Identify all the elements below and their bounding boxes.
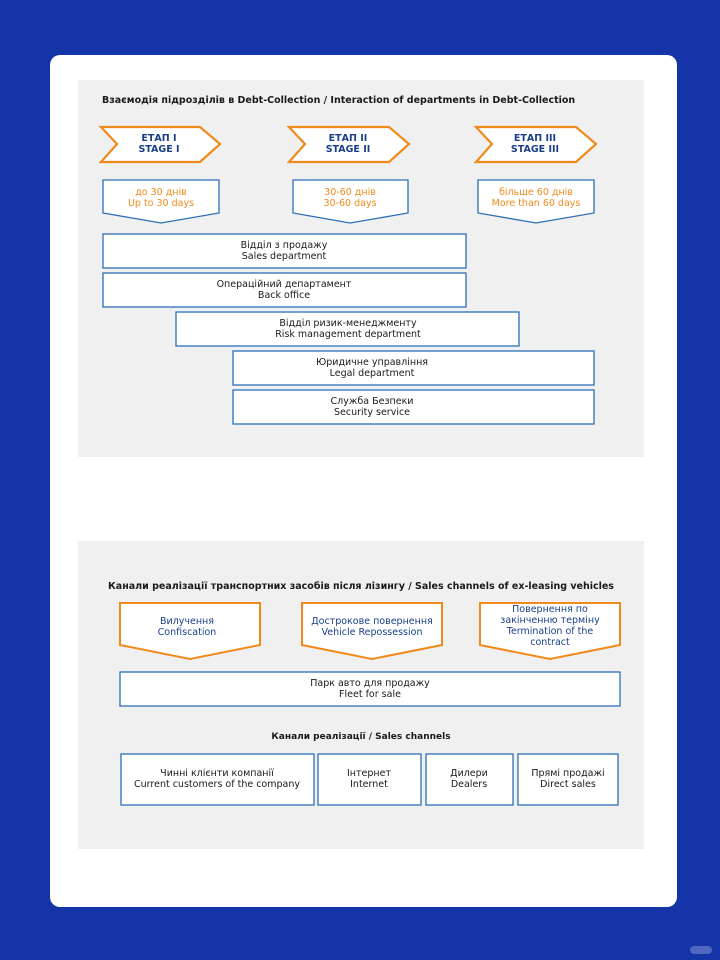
period-2-shape (292, 179, 409, 224)
channel-box-customers (120, 753, 315, 806)
dept-bar-legal (232, 350, 595, 386)
channel-box-internet (317, 753, 422, 806)
stage-2-chevron (286, 125, 411, 164)
channels-section-title: Канали реалізації / Sales channels (271, 732, 451, 742)
dept-bar-security (232, 389, 595, 425)
stage-3-chevron (473, 125, 598, 164)
diagram-title: Взаємодія підрозділів в Debt-Collection … (102, 95, 576, 106)
stage-1-chevron (98, 125, 222, 164)
source-1-shape (119, 602, 261, 661)
source-2-shape (301, 602, 443, 661)
period-1-shape (102, 179, 220, 224)
sales-channels-diagram: Канали реалізації транспортних засобів п… (78, 541, 644, 849)
page-scrollbar-handle[interactable] (690, 946, 712, 954)
source-3-shape (479, 602, 621, 661)
diagram2-shapes (119, 602, 621, 806)
content-card: Взаємодія підрозділів в Debt-Collection … (50, 55, 677, 907)
diagram-title: Канали реалізації транспортних засобів п… (108, 581, 614, 592)
dept-bar-sales (102, 233, 467, 269)
dept-bar-back-office (102, 272, 467, 308)
fleet-bar (119, 671, 621, 707)
channel-box-direct (517, 753, 619, 806)
channel-box-dealers (425, 753, 514, 806)
dept-bar-risk (175, 311, 520, 347)
diagram1-shapes (98, 125, 598, 425)
debt-collection-diagram: Взаємодія підрозділів в Debt-Collection … (78, 80, 644, 457)
period-3-shape (477, 179, 595, 224)
